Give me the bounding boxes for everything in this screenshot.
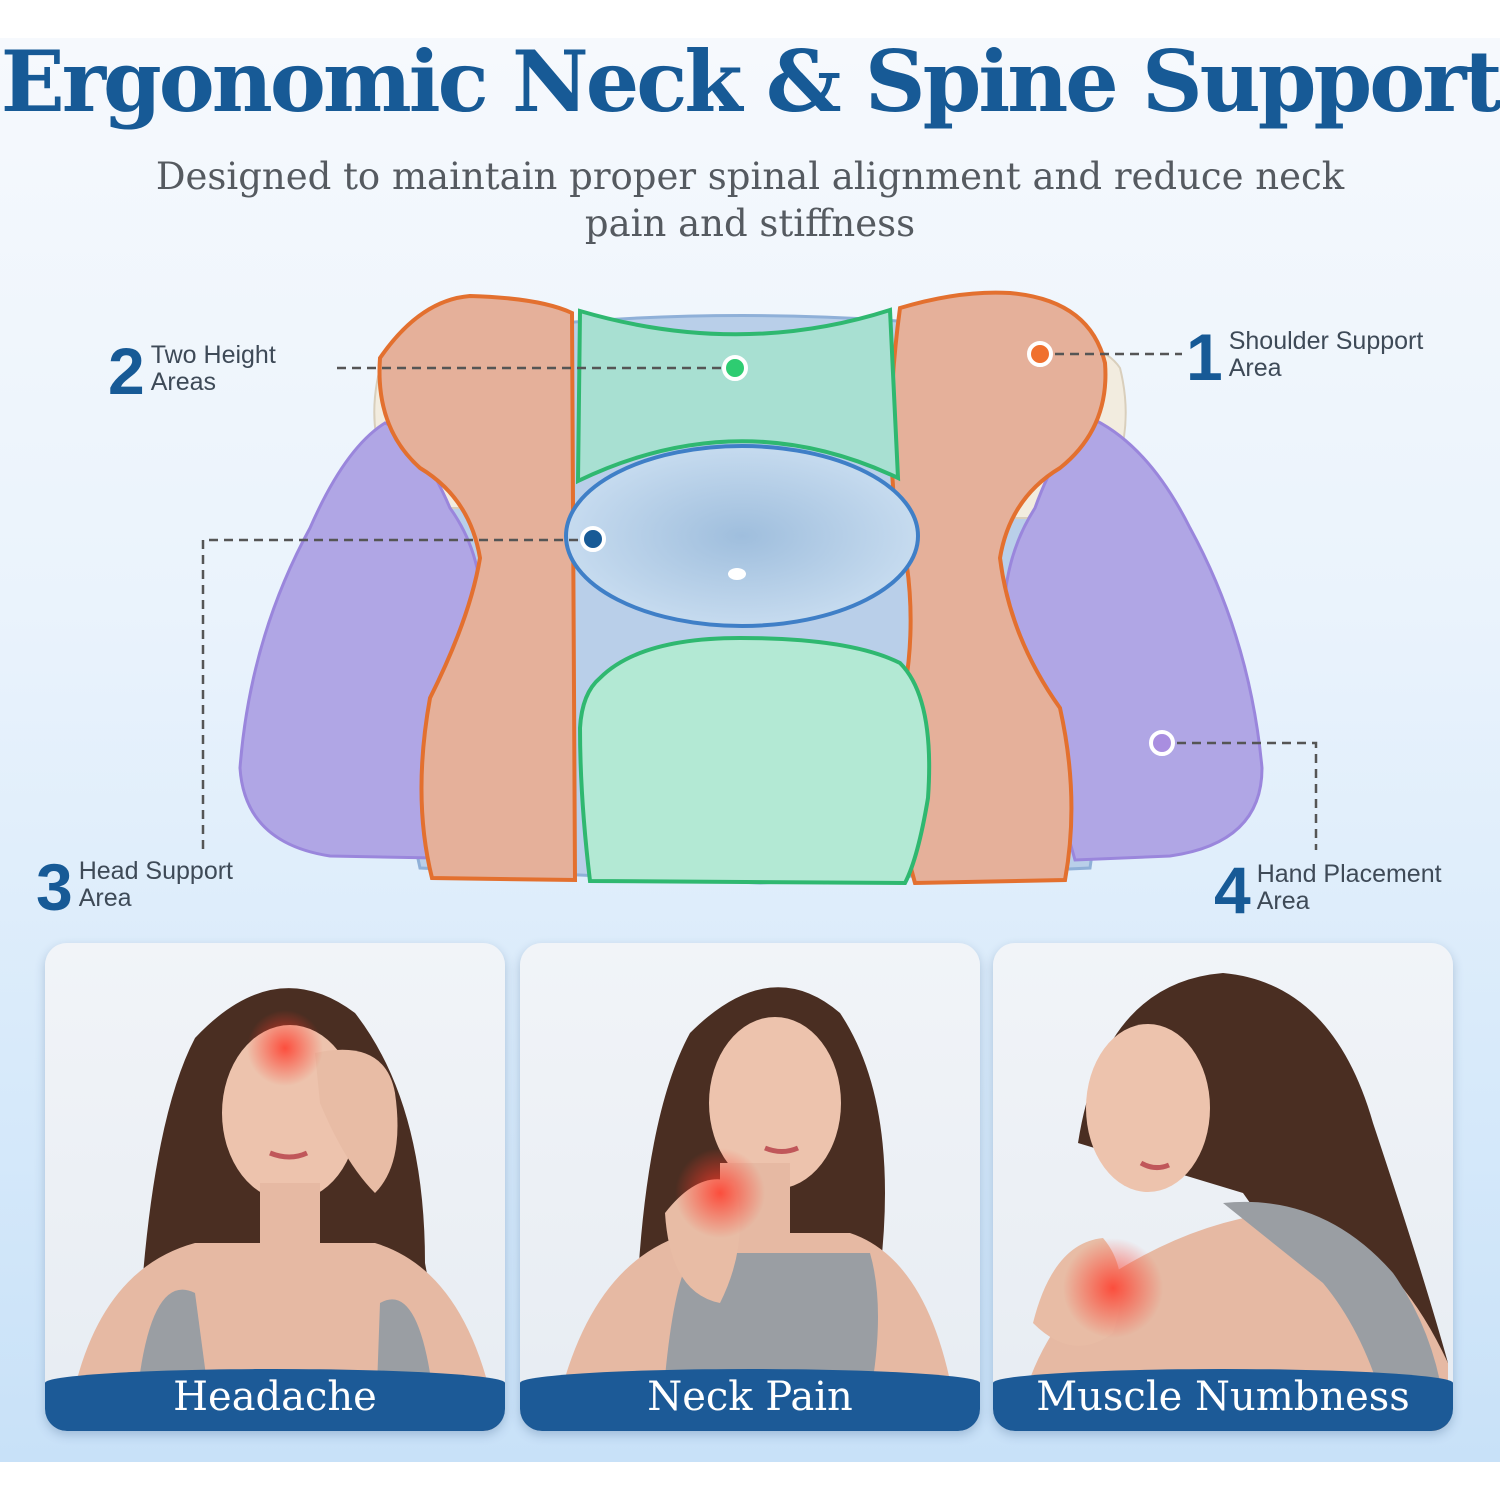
symptom-label: Neck Pain [520,1369,980,1431]
symptom-card-muscle-numbness: Muscle Numbness [993,943,1453,1431]
callout-label: Hand Placement Area [1256,860,1442,915]
callout-number: 4 [1214,853,1251,927]
shoulder-zone-left [377,293,578,883]
symptom-card-neck-pain: Neck Pain [520,943,980,1431]
symptom-label: Headache [45,1369,505,1431]
marker-dot-3 [580,526,606,552]
callout-label: Head Support Area [78,857,233,912]
callout-head-support: 3 Head Support Area [36,850,233,924]
head-dimple [728,568,746,580]
pillow-diagram [201,290,1318,886]
woman-photo [552,987,959,1431]
leader-line-3 [201,538,593,850]
infographic: Ergonomic Neck & Spine Support Designed … [0,38,1500,1462]
callout-label: Shoulder Support Area [1228,327,1424,382]
leader-line-4 [1162,741,1318,850]
symptom-card-headache: Headache [45,943,505,1431]
callout-label: Two Height Areas [150,341,276,396]
hand-zone-left [238,421,483,860]
callout-number: 2 [108,334,145,408]
head-zone-oval [564,444,920,628]
woman-photo [1015,973,1448,1431]
height-zone-bottom [577,635,932,886]
page-subtitle: Designed to maintain proper spinal align… [155,155,1345,245]
callout-number: 3 [36,850,73,924]
symptom-label: Muscle Numbness [993,1369,1453,1431]
marker-dot-1 [1027,341,1053,367]
callout-two-height: 2 Two Height Areas [108,334,276,408]
woman-photo [66,988,499,1431]
height-zone-top [575,307,901,485]
page-title: Ergonomic Neck & Spine Support [0,38,1500,131]
callout-hand-placement: 4 Hand Placement Area [1214,853,1442,927]
callout-number: 1 [1186,320,1223,394]
marker-dot-2 [722,355,748,381]
marker-dot-4 [1149,730,1175,756]
callout-shoulder-support: 1 Shoulder Support Area [1186,320,1424,394]
